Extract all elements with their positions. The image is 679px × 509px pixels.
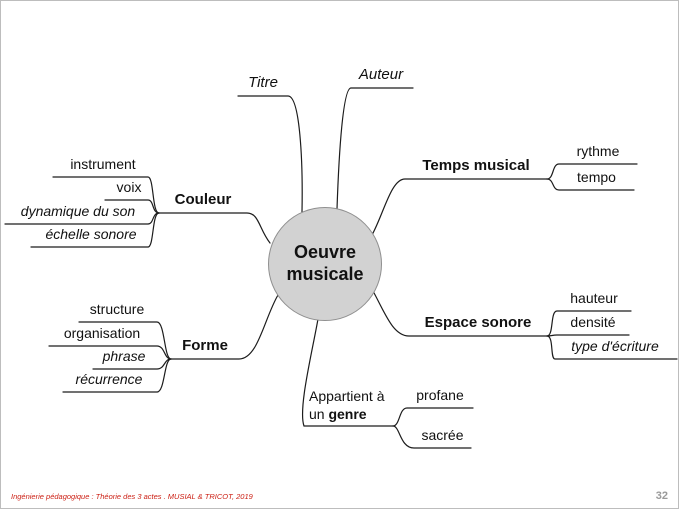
child-label-organisation: organisation: [63, 325, 141, 341]
child-label-hauteur: hauteur: [570, 290, 618, 306]
connector-hauteur: [546, 310, 632, 337]
genre-line1: Appartient à: [309, 388, 385, 404]
branch-label-titre: Titre: [248, 74, 278, 91]
connector-espace-sonore: [372, 290, 548, 337]
child-label-recurrence: récurrence: [75, 371, 143, 387]
connector-couleur: [158, 212, 271, 244]
child-label-densite: densité: [570, 314, 616, 330]
child-label-tempo: tempo: [577, 169, 616, 185]
branch-label-genre: Appartient à un genre: [304, 387, 398, 425]
central-node-line2: musicale: [286, 264, 364, 284]
child-label-echelle-sonore: échelle sonore: [45, 226, 137, 242]
connector-auteur: [336, 87, 414, 210]
child-label-dynamique-du-son: dynamique du son: [20, 203, 136, 219]
child-label-voix: voix: [116, 179, 142, 195]
connector-genre: [301, 318, 394, 427]
child-label-rythme: rythme: [576, 143, 620, 159]
connector-tempo: [546, 178, 635, 191]
child-label-profane: profane: [416, 387, 464, 403]
connector-structure: [78, 321, 172, 360]
central-node: Oeuvre musicale: [268, 207, 382, 321]
connector-echelle: [30, 212, 160, 248]
child-label-phrase: phrase: [102, 348, 146, 364]
branch-label-forme: Forme: [182, 337, 228, 354]
child-label-type-ecriture: type d'écriture: [571, 338, 659, 354]
connector-titre: [237, 95, 303, 213]
connector-organisation: [48, 345, 172, 360]
connector-type-ecriture: [546, 335, 678, 360]
connector-temps-musical: [371, 178, 548, 236]
footer-credit: Ingénierie pédagogique : Théorie des 3 a…: [11, 492, 253, 501]
connector-profane: [392, 407, 474, 427]
child-label-instrument: instrument: [70, 156, 136, 172]
connector-recurrence: [62, 358, 172, 393]
genre-line2-bold: genre: [328, 406, 367, 422]
connector-voix: [104, 199, 160, 214]
connector-forme: [170, 294, 279, 360]
child-label-sacree: sacrée: [421, 427, 464, 443]
genre-line2-prefix: un: [309, 406, 329, 422]
child-label-structure: structure: [89, 301, 145, 317]
connector-instrument: [52, 176, 160, 214]
connector-rythme: [546, 163, 638, 180]
connector-sacree: [392, 425, 472, 449]
central-node-line1: Oeuvre: [293, 242, 357, 263]
branch-label-couleur: Couleur: [174, 191, 232, 208]
branch-label-auteur: Auteur: [358, 66, 404, 83]
branch-label-temps-musical: Temps musical: [422, 157, 530, 174]
page-number: 32: [655, 490, 668, 502]
branch-label-espace-sonore: Espace sonore: [424, 314, 532, 331]
